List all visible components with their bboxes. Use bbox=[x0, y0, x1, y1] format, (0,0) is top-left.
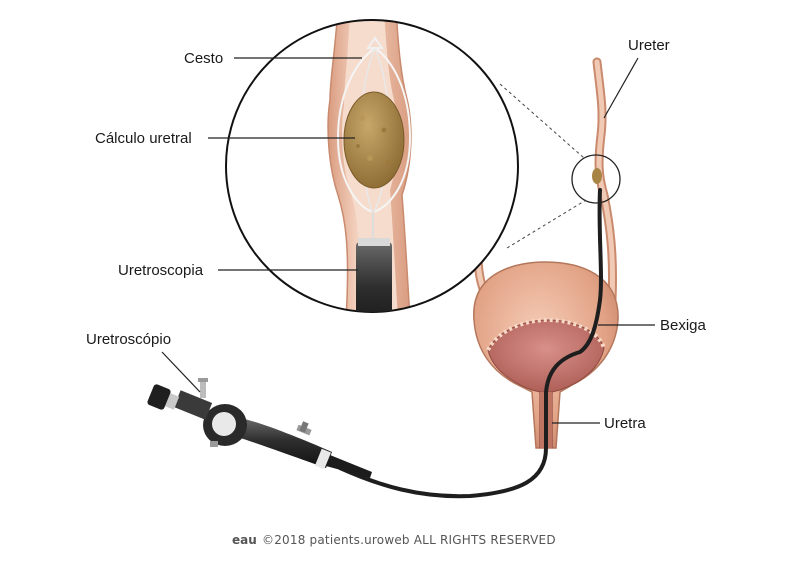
zoom-indicator bbox=[499, 83, 621, 249]
leader-lines bbox=[161, 57, 655, 424]
ureteroscope-instrument bbox=[147, 378, 372, 478]
label-uretra: Uretra bbox=[604, 415, 646, 432]
label-uretroscopio: Uretroscópio bbox=[86, 331, 171, 348]
footer: eau ©2018 patients.uroweb ALL RIGHTS RES… bbox=[232, 533, 556, 547]
label-cesto: Cesto bbox=[184, 50, 223, 67]
ureteral-stone bbox=[343, 91, 405, 189]
label-calculo-uretral: Cálculo uretral bbox=[95, 130, 192, 147]
label-uretroscopia: Uretroscopia bbox=[118, 262, 204, 279]
ureteroscope-cable bbox=[338, 188, 603, 499]
label-ureter: Ureter bbox=[628, 37, 670, 54]
copyright-text: ©2018 patients.uroweb ALL RIGHTS RESERVE… bbox=[262, 533, 556, 547]
scope-tip bbox=[356, 238, 392, 312]
label-bexiga: Bexiga bbox=[660, 317, 707, 334]
eau-logo: eau bbox=[232, 533, 257, 547]
